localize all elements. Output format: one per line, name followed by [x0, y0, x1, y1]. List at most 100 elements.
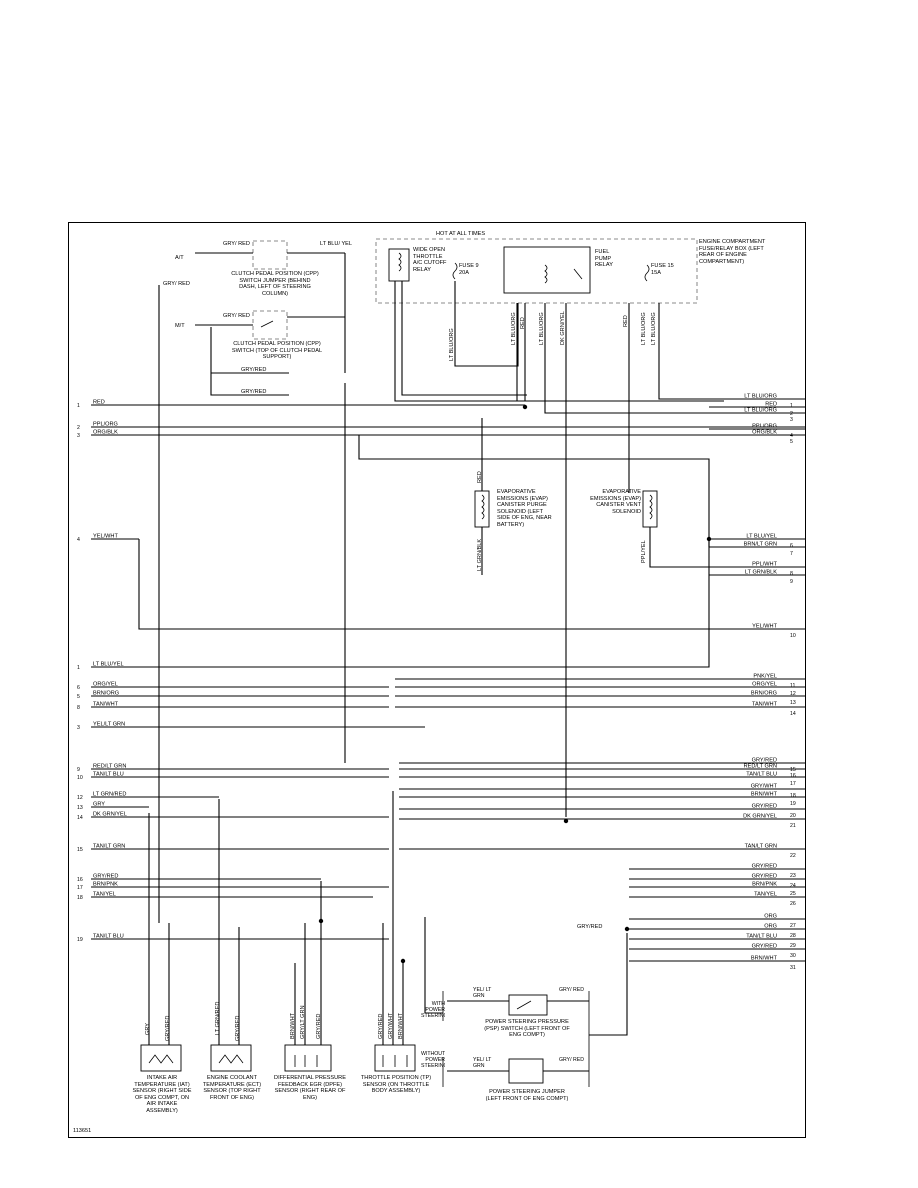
left-pin-number: 19 [77, 937, 83, 943]
right-pin-number: 3 [790, 417, 793, 423]
wire-label-red-evap: RED [477, 471, 483, 483]
right-pin-label: ORG/YEL [752, 681, 777, 687]
psp-label: POWER STEERING PRESSURE (PSP) SWITCH (LE… [484, 1019, 570, 1039]
wire-label-red-a: RED [520, 317, 526, 329]
ps-gry-red-label: GRY/ RED [559, 987, 584, 993]
wire-label-brn-wht-dpfe: BRN/WHT [290, 1012, 296, 1039]
splice-dot [563, 818, 569, 824]
ps2-gry-red-wrap: GRY/ RED [559, 1057, 584, 1063]
wire-label-gry-red-ect: GRY/RED [235, 1016, 241, 1041]
fuse15-label-wrap: FUSE 15 15A [651, 263, 674, 276]
right-pin-number: 24 [790, 883, 796, 889]
fuel-pump-relay-box [503, 246, 591, 294]
left-pin: 1LT BLU/YEL [77, 661, 709, 671]
cpp-switch-icon [260, 320, 274, 328]
left-pin-number: 15 [77, 847, 83, 853]
cpp-switch-label-wrap: CLUTCH PEDAL POSITION (CPP) SWITCH (TOP … [232, 341, 322, 360]
right-pin-number: 10 [790, 633, 796, 639]
right-pin-number: 26 [790, 901, 796, 907]
right-pin-label: GRY/RED [752, 943, 777, 949]
right-pin-label: GRY/RED [752, 757, 777, 763]
right-pin-number: 14 [790, 711, 796, 717]
harness-wire [91, 404, 805, 436]
left-pin-number: 8 [77, 705, 80, 711]
right-pin-number: 1 [790, 403, 793, 409]
fuse15-icon [644, 264, 650, 282]
left-pin-label: DK GRN/YEL [93, 811, 127, 817]
left-pin-label: PPL/ORG [93, 421, 118, 427]
right-pin-label: BRN/LT GRN [744, 541, 777, 547]
right-pin-number: 15 [790, 767, 796, 773]
psp-switch-icon [516, 1000, 532, 1010]
right-pin-number: 18 [790, 793, 796, 799]
right-pin: 19 BRN/WHT [399, 791, 805, 807]
wire-tp [382, 791, 404, 1045]
dpfe-sensor-box [284, 1044, 332, 1072]
left-pin-number: 12 [77, 795, 83, 801]
without-ps-wrap: WITHOUT POWER STEERING [421, 1051, 445, 1069]
left-pin-label: ORG/BLK [93, 429, 118, 435]
left-pin-label: GRY [93, 801, 105, 807]
right-pin-label: LT BLU/ORG [744, 407, 777, 413]
wire-cpp-switch [195, 316, 345, 326]
right-pin-label: DK GRN/YEL [743, 813, 777, 819]
wire-ect [218, 799, 240, 1045]
right-pin-number: 7 [790, 551, 793, 557]
left-pin-label: YEL/WHT [93, 533, 118, 539]
with-ps-wrap: WITH POWER STEERING [421, 1001, 445, 1019]
tp-label-wrap: THROTTLE POSITION (TP) SENSOR (ON THROTT… [361, 1075, 431, 1094]
option-label-mt: M/T [175, 323, 185, 329]
right-pin: 11 PNK/YEL [395, 673, 805, 689]
wire-label-gry-wht-tp: GRY/WHT [388, 1012, 394, 1039]
wire-label-lt-grn-red: LT GRN/RED [215, 1002, 221, 1035]
figure-id: 113651 [73, 1128, 91, 1134]
fuse15-label: FUSE 15 15A [651, 263, 674, 276]
right-pin-label: BRN/WHT [751, 791, 778, 797]
right-pin-label: TAN/YEL [754, 891, 777, 897]
right-pin-number: 11 [790, 683, 795, 689]
fuel-pump-relay-label: FUEL PUMP RELAY [595, 249, 613, 269]
right-pin-label: PPL/WHT [752, 561, 777, 567]
right-pin-number: 20 [790, 813, 796, 819]
cpp-jumper-label-wrap: CLUTCH PEDAL POSITION (CPP) SWITCH JUMPE… [231, 271, 318, 297]
wire-lt-blu-yel-relay [394, 281, 724, 402]
wire-label-gry-red-mid: GRY/RED [577, 924, 602, 930]
left-pin-label: TAN/WHT [93, 701, 119, 707]
wire-ps-feed [424, 917, 443, 1014]
right-pin: 1LT BLU/ORG [709, 393, 805, 409]
right-pin-number: 21 [790, 823, 796, 829]
left-pin-number: 1 [77, 403, 80, 409]
right-pin-label: ORG [764, 913, 777, 919]
iat-label: INTAKE AIR TEMPERATURE (IAT) SENSOR (RIG… [132, 1075, 192, 1114]
ect-sensor-box [210, 1044, 252, 1072]
right-pin-number: 19 [790, 801, 796, 807]
ect-label-wrap: ENGINE COOLANT TEMPERATURE (ECT) SENSOR … [203, 1075, 261, 1101]
wire-label-gry-red-tp: GRY/RED [378, 1014, 384, 1039]
wire-label-ppl-yel: PPL/YEL [641, 540, 647, 563]
ect-thermistor-icon [218, 1054, 244, 1064]
ps-jumper-label: POWER STEERING JUMPER (LEFT FRONT OF ENG… [485, 1089, 569, 1102]
left-pin-label: RED [93, 399, 105, 405]
fuel-pump-relay-switch-icon [573, 268, 583, 280]
right-pin-number: 23 [790, 873, 796, 879]
evap-purge-solenoid-box [474, 490, 490, 528]
right-pin-label: TAN/LT BLU [746, 933, 777, 939]
right-pin-number: 28 [790, 933, 796, 939]
right-pin-label: BRN/ORG [751, 690, 777, 696]
left-pin-label: BRN/ORG [93, 690, 119, 696]
right-pin-label: PNK/YEL [753, 673, 777, 679]
harness-wire [91, 539, 710, 668]
wot-relay-label-wrap: WIDE OPEN THROTTLE A/C CUTOFF RELAY [413, 247, 446, 273]
